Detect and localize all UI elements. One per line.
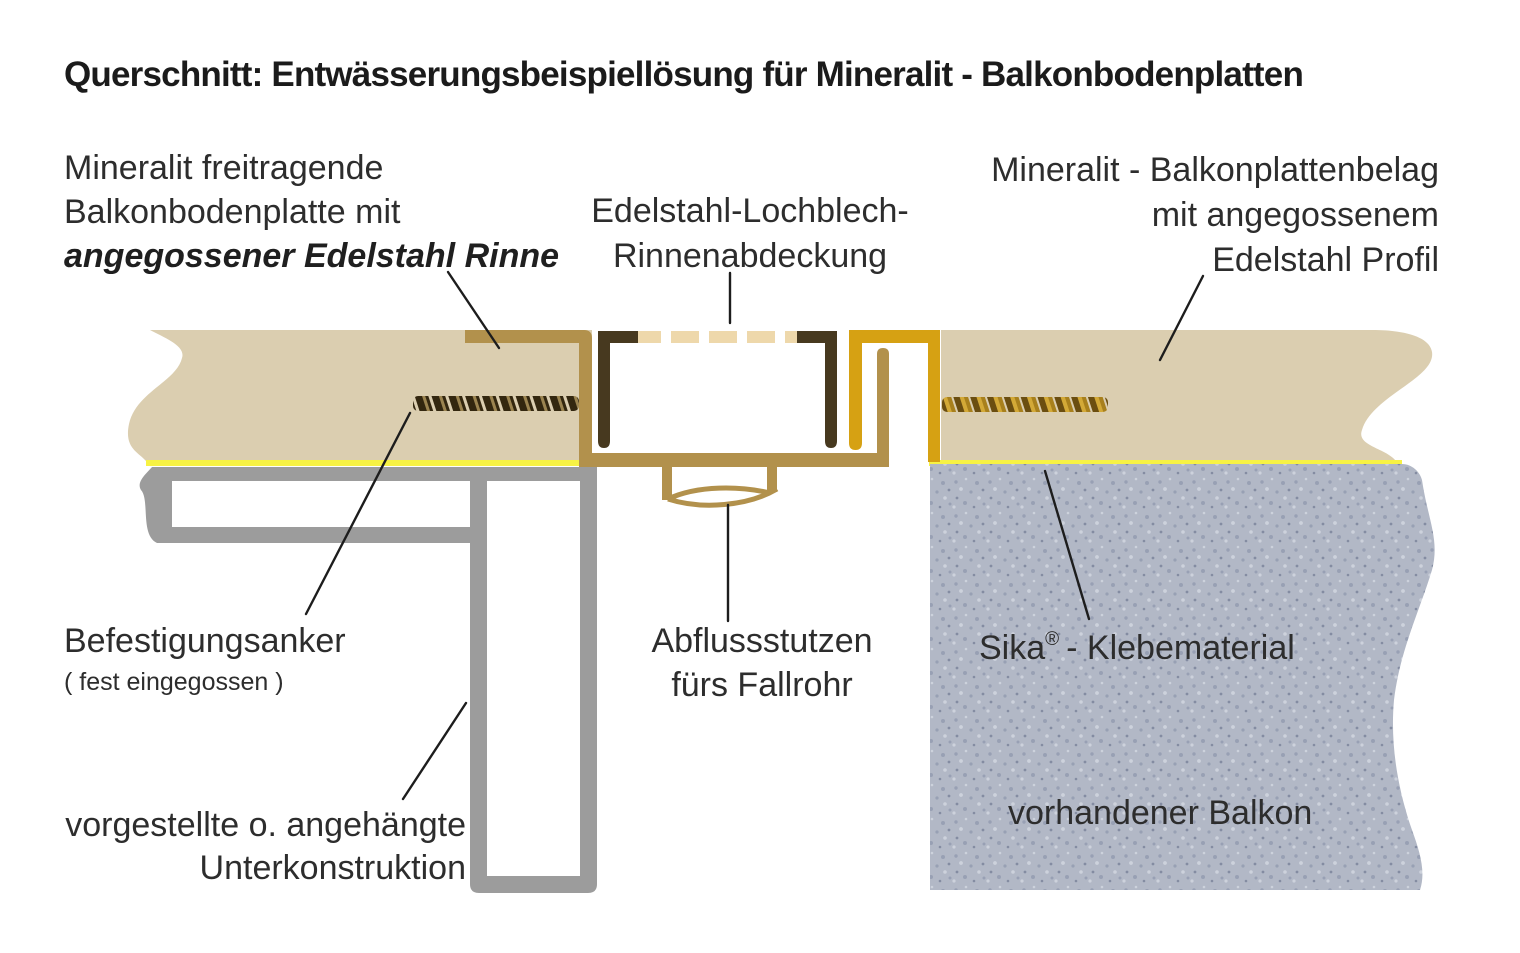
- label-substructure: vorgestellte o. angehängte Unterkonstruk…: [64, 804, 466, 890]
- label-gutter-line1: Mineralit freitragende: [64, 149, 384, 187]
- label-adhesive: Sika® - Klebematerial: [979, 618, 1295, 670]
- gutter-cover: [598, 331, 837, 448]
- cover-perforation: [638, 331, 797, 343]
- label-drain-line2: fürs Fallrohr: [671, 666, 853, 704]
- page-title: Querschnitt: Entwässerungsbeispiellösung…: [64, 55, 1304, 94]
- label-cover-line1: Edelstahl-Lochblech-: [591, 192, 909, 230]
- leader-anchor: [304, 411, 412, 616]
- steel-gutter: [465, 330, 889, 508]
- gutter-right-riser: [877, 348, 889, 467]
- label-gutter-line2: Balkonbodenplatte mit: [64, 193, 401, 231]
- label-profile-line3: Edelstahl Profil: [1212, 241, 1439, 279]
- leader-lines: [304, 270, 1205, 801]
- label-anchor-line2: ( fest eingegossen ): [64, 668, 284, 696]
- label-existing-balcony: vorhandener Balkon: [1008, 794, 1313, 832]
- balcony-slab-left: [127, 330, 592, 461]
- drain-stub: [662, 467, 779, 508]
- steel-profile-gold: [849, 330, 940, 462]
- adhesive-layer-left: [146, 460, 580, 466]
- label-substructure-line2: Unterkonstruktion: [199, 849, 466, 887]
- gutter-left-bracket: [465, 330, 592, 457]
- gutter-bottom: [579, 453, 889, 467]
- label-profile-line1: Mineralit - Balkonplattenbelag: [991, 151, 1439, 189]
- label-profile-line2: mit angegossenem: [1151, 196, 1439, 234]
- leader-gutter: [446, 270, 501, 350]
- label-adhesive-brand: Sika: [979, 629, 1046, 667]
- leader-substructure: [401, 701, 468, 801]
- substructure-vertical-column: [470, 481, 597, 893]
- substructure: [139, 467, 597, 893]
- label-cover: Edelstahl-Lochblech- Rinnenabdeckung: [555, 189, 945, 279]
- label-adhesive-rest: - Klebematerial: [1066, 629, 1295, 667]
- label-cover-line2: Rinnenabdeckung: [612, 237, 888, 275]
- registered-trademark-icon: ®: [1045, 629, 1060, 650]
- cover-left-corner: [598, 331, 638, 448]
- label-drain-line1: Abflussstutzen: [651, 622, 873, 660]
- substructure-horizontal-member: [139, 467, 597, 543]
- anchor-texture-right: [942, 397, 1108, 412]
- leader-profile: [1158, 274, 1205, 362]
- label-anchor-line1: Befestigungsanker: [64, 622, 346, 660]
- label-gutter: Mineralit freitragende Balkonbodenplatte…: [64, 146, 559, 278]
- label-profile: Mineralit - Balkonplattenbelag mit angeg…: [991, 148, 1439, 283]
- adhesive-layer-right: [929, 460, 1402, 466]
- label-gutter-line3: angegossener Edelstahl Rinne: [64, 237, 560, 275]
- label-substructure-line1: vorgestellte o. angehängte: [65, 806, 466, 844]
- balcony-slab-right: [941, 330, 1433, 461]
- leader-adhesive: [1043, 469, 1091, 621]
- anchor-texture-left: [413, 396, 579, 411]
- existing-balcony-concrete: [930, 464, 1435, 890]
- label-anchor: Befestigungsanker ( fest eingegossen ): [64, 619, 346, 696]
- cover-right-corner: [797, 331, 837, 448]
- label-drain: Abflussstutzen fürs Fallrohr: [610, 619, 914, 707]
